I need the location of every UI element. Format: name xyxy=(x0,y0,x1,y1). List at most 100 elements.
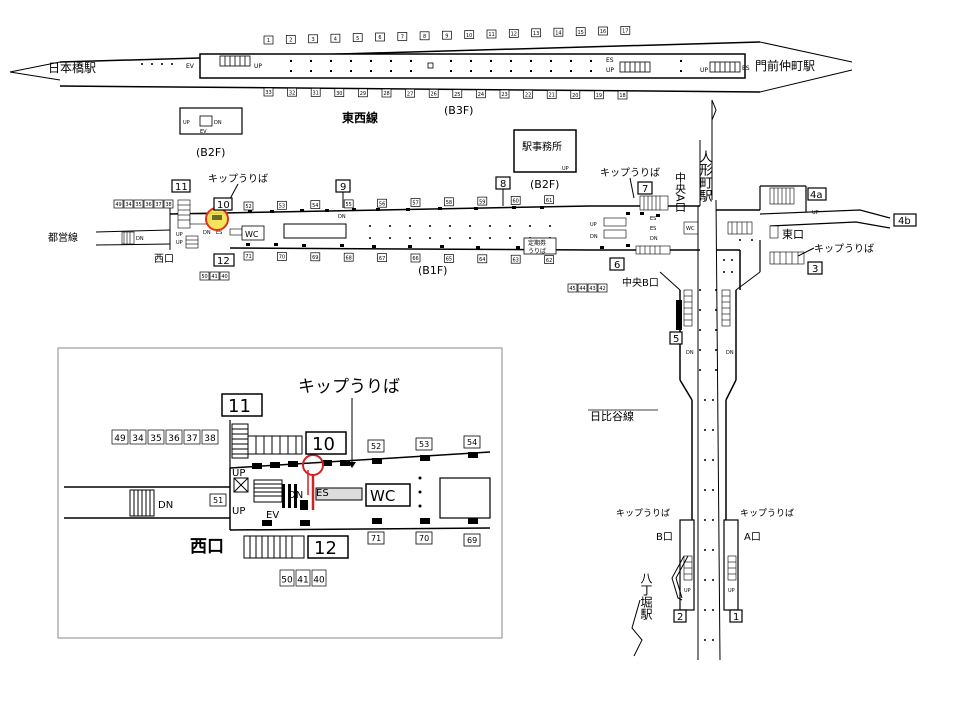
commuter-label-2: うりば xyxy=(528,247,546,255)
pillar-24: 24 xyxy=(476,89,486,99)
svg-text:62: 62 xyxy=(546,258,552,264)
hatchobori-label: 八丁堀駅 xyxy=(639,572,653,621)
pillar-20: 20 xyxy=(570,90,581,99)
svg-text:ES: ES xyxy=(216,230,222,236)
pillar-15: 15 xyxy=(575,27,586,36)
svg-text:13: 13 xyxy=(533,31,539,37)
inset-pillar-36: 36 xyxy=(165,429,183,445)
b3f-platform: EV UP ES UP UP ES xyxy=(9,41,853,93)
exit-10: 10 xyxy=(213,197,233,211)
pillar-17: 17 xyxy=(620,26,631,35)
inset-pillar-52: 52 xyxy=(367,439,385,453)
inset-up-label-2: UP xyxy=(232,506,245,517)
svg-text:70: 70 xyxy=(419,534,429,543)
svg-text:UP: UP xyxy=(728,588,735,594)
pillar-34: 34 xyxy=(123,199,134,209)
exit-6: 6 xyxy=(609,257,625,271)
svg-text:55: 55 xyxy=(346,202,352,208)
svg-text:7: 7 xyxy=(642,184,648,195)
inset-exit-12: 12 xyxy=(307,535,349,559)
pillar-30: 30 xyxy=(334,88,345,97)
svg-text:11: 11 xyxy=(228,396,251,417)
es-label: ES xyxy=(742,65,750,72)
inset-pillar-70: 70 xyxy=(415,531,433,545)
svg-text:32: 32 xyxy=(289,90,295,96)
east-exits-area: UP xyxy=(716,185,891,290)
svg-text:10: 10 xyxy=(466,33,472,39)
svg-text:35: 35 xyxy=(150,434,161,444)
b-exit-label: B口 xyxy=(656,532,673,543)
svg-text:64: 64 xyxy=(479,257,485,263)
svg-text:60: 60 xyxy=(513,199,519,205)
svg-text:6: 6 xyxy=(378,35,381,41)
svg-text:71: 71 xyxy=(245,254,251,260)
svg-text:5: 5 xyxy=(356,36,359,42)
svg-text:65: 65 xyxy=(446,257,452,263)
svg-text:36: 36 xyxy=(168,434,180,444)
svg-text:16: 16 xyxy=(600,29,606,35)
svg-text:12: 12 xyxy=(217,256,230,267)
inset-dn-label: DN xyxy=(158,500,173,511)
pillar-64: 64 xyxy=(477,254,488,264)
b3f-label: (B3F) xyxy=(444,104,473,117)
pillar-25: 25 xyxy=(452,89,463,98)
svg-text:4: 4 xyxy=(334,36,337,42)
pillar-42: 42 xyxy=(597,283,608,293)
pillar-44: 44 xyxy=(577,283,588,293)
svg-text:7: 7 xyxy=(401,35,404,41)
pillar-35: 35 xyxy=(133,199,144,209)
exit-3: 3 xyxy=(807,261,823,275)
pillar-9: 9 xyxy=(442,30,452,40)
platform-dots xyxy=(290,60,682,72)
svg-text:67: 67 xyxy=(379,256,385,262)
svg-text:40: 40 xyxy=(313,575,325,585)
pillar-12: 12 xyxy=(508,29,519,38)
svg-text:15: 15 xyxy=(578,30,584,36)
inset-ev-label: EV xyxy=(266,510,279,521)
svg-text:52: 52 xyxy=(245,204,251,210)
inset-up-label: UP xyxy=(232,468,245,479)
pillar-38: 38 xyxy=(163,199,174,209)
pillar-53: 53 xyxy=(277,200,287,210)
svg-text:EV: EV xyxy=(200,129,207,135)
svg-text:34: 34 xyxy=(132,434,144,444)
inset-exit-10: 10 xyxy=(305,431,347,455)
svg-text:71: 71 xyxy=(371,534,381,543)
pillar-56: 56 xyxy=(377,198,387,208)
pillar-70: 70 xyxy=(277,252,287,261)
office-label: 駅事務所 xyxy=(522,140,562,153)
exit-12: 12 xyxy=(213,253,235,267)
pillar-31: 31 xyxy=(310,88,321,97)
svg-text:57: 57 xyxy=(412,201,418,207)
inset-pillar-51: 51 xyxy=(209,493,227,507)
es-label: ES xyxy=(606,57,614,64)
inset-wc: WC xyxy=(365,483,411,507)
exit-4a: 4a xyxy=(807,187,827,201)
pillar-11: 11 xyxy=(486,29,497,39)
inset-pillar-49: 49 xyxy=(111,429,129,445)
svg-text:人形町駅: 人形町駅 xyxy=(697,150,713,203)
svg-text:1: 1 xyxy=(267,38,270,44)
svg-text:4b: 4b xyxy=(898,216,911,227)
pillar-37: 37 xyxy=(153,199,164,209)
ticket-machine-marker xyxy=(205,207,229,231)
svg-text:DN: DN xyxy=(590,234,598,240)
chuo-b-label: 中央B口 xyxy=(622,276,659,289)
svg-text:51: 51 xyxy=(213,496,223,505)
pillar-50: 50 xyxy=(199,271,210,281)
svg-text:50: 50 xyxy=(281,575,293,585)
inset-pillar-50: 50 xyxy=(279,569,295,587)
svg-text:17: 17 xyxy=(622,29,628,35)
pillar-61: 61 xyxy=(544,195,554,205)
pillar-1: 1 xyxy=(263,35,274,45)
svg-text:DN: DN xyxy=(214,120,222,126)
inset-pillar-53: 53 xyxy=(415,437,433,451)
tozai-line-label: 東西線 xyxy=(342,110,378,125)
pillar-55: 55 xyxy=(343,199,354,209)
svg-text:8: 8 xyxy=(500,179,506,190)
svg-text:31: 31 xyxy=(313,91,319,97)
svg-text:9: 9 xyxy=(340,182,346,193)
svg-text:53: 53 xyxy=(279,204,285,210)
